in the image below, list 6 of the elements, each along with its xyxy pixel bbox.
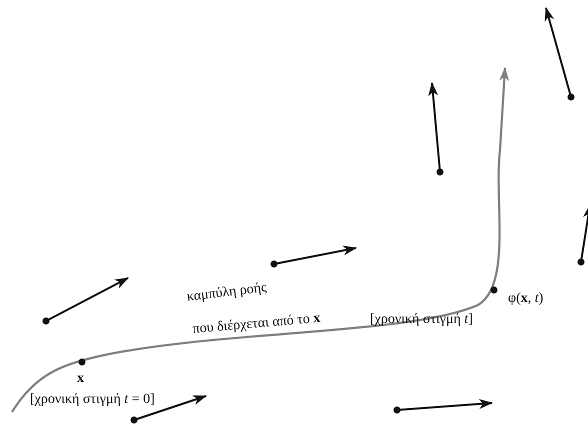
point-label: x [77,371,84,387]
time-label: [χρονική στιγμή t = 0] [30,392,155,408]
time-label: [χρονική στιγμή t] [370,312,473,328]
curve-label: καμπύλη ροής [186,280,268,306]
curve-label: που διέρχεται από το x [192,310,321,338]
point-label: φ(x, t) [508,291,544,307]
